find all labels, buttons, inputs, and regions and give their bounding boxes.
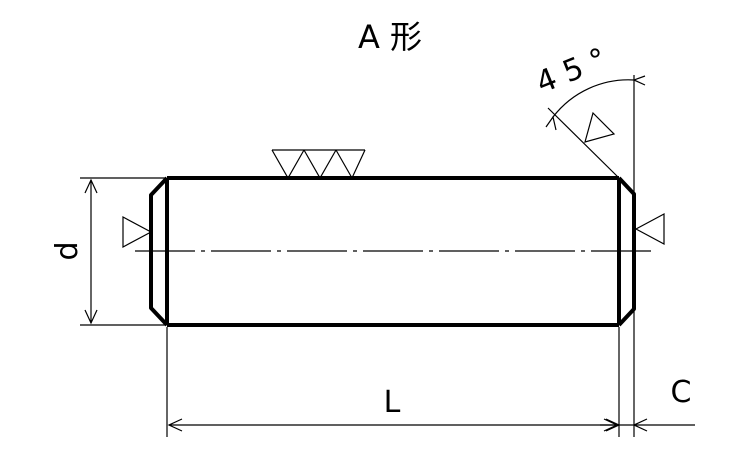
drawing-title: A 形: [358, 18, 422, 56]
finish-triangle-top-1: [271, 149, 305, 180]
diameter-label: d: [50, 241, 85, 260]
extension-lines: [80, 75, 635, 437]
angle-dimension: [545, 75, 646, 131]
finish-triangle-top-3: [335, 149, 366, 180]
length-label: L: [384, 385, 401, 420]
chamfer-dimension: [600, 418, 695, 432]
angle-label: 4 5 °: [531, 41, 611, 101]
finish-triangle-top-2: [303, 149, 337, 180]
chamfer-label: C: [671, 375, 692, 410]
finish-triangle-left: [122, 215, 153, 249]
surface-finish-symbols: [122, 111, 665, 249]
diameter-dimension: [84, 178, 98, 325]
finish-triangle-right: [634, 212, 665, 246]
finish-triangle-chamfer: [584, 111, 616, 143]
length-dimension: [167, 418, 619, 432]
